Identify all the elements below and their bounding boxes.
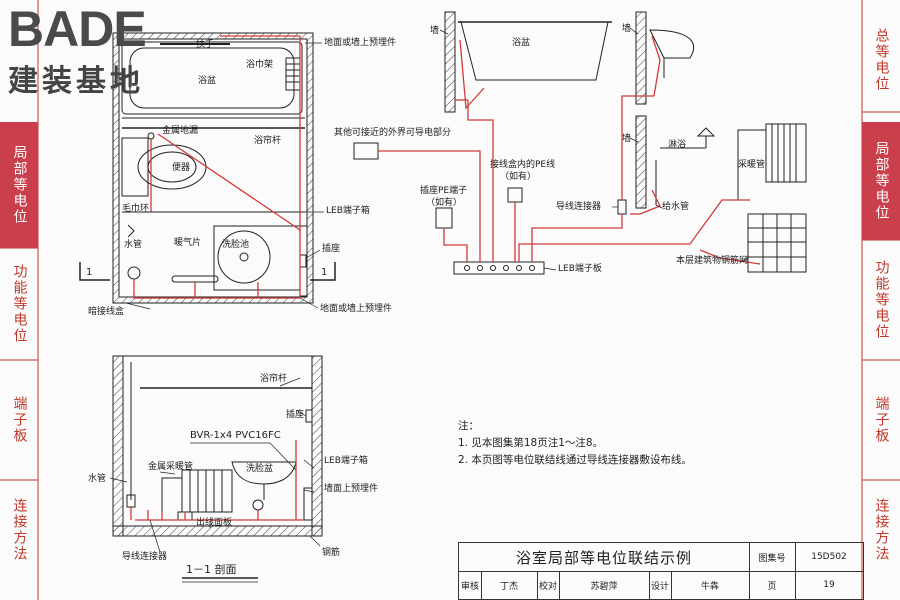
check-label: 校对 (537, 571, 560, 599)
label-outer-conductive: 其他可接近的外界可导电部分 (334, 128, 452, 138)
section-leader-lines (109, 377, 321, 553)
notes: 注： 1. 见本图集第18页注1～注8。 2. 本页图等电位联结线通过导线连接器… (458, 418, 692, 469)
right-nav-label: 端子板 (873, 396, 890, 444)
title-block: 浴室局部等电位联结示例 图集号 15D502 审核 丁杰 校对 苏碧萍 设计 牛… (458, 542, 864, 600)
section-view (112, 355, 323, 537)
atlas-number: 15D502 (795, 543, 863, 572)
label-leb-box: LEB端子箱 (326, 206, 370, 216)
logo-sub-text: 建装基地 (8, 64, 144, 99)
label-toilet: 便器 (172, 163, 191, 173)
left-nav-label: 端子板 (11, 396, 28, 444)
label-shower: 淋浴 (668, 140, 687, 150)
checker: 苏碧萍 (559, 571, 650, 599)
label-section-curtain-rod: 浴帘杆 (260, 374, 288, 384)
right-nav-item-terminal[interactable]: 端子板 (862, 360, 900, 480)
right-nav-item-functional[interactable]: 功能等电位 (862, 240, 900, 360)
brand-logo: BADE 建装基地 (6, 1, 176, 99)
section-radiator (161, 469, 233, 513)
label-wall-2: 墙 (622, 24, 632, 34)
logo-main-text: BADE (8, 1, 147, 57)
label-rebar: 钢筋 (322, 548, 341, 558)
right-nav-label: 功能等电位 (873, 260, 890, 340)
drawing-title: 浴室局部等电位联结示例 (459, 543, 750, 572)
label-cable-spec: BVR-1x4 PVC16FC (190, 430, 281, 441)
section-equipotential-lines (130, 440, 304, 521)
left-nav-item-connection[interactable]: 连接方法 (0, 480, 38, 580)
label-curtain-rod: 浴帘杆 (254, 136, 282, 146)
left-nav-item-functional[interactable]: 功能等电位 (0, 248, 38, 360)
label-handrail: 扶手 (196, 40, 215, 50)
label-junction-pe-sub: （如有） (500, 172, 537, 182)
section-title-underline (182, 577, 258, 583)
label-concealed-box: 暗接线盒 (88, 307, 125, 317)
notes-heading: 注： (458, 420, 479, 432)
label-leb-board: LEB端子板 (558, 264, 602, 274)
label-heater: 暖气片 (174, 238, 202, 248)
label-water-pipe: 水管 (124, 240, 143, 250)
label-metal-drain: 金属地漏 (162, 126, 199, 136)
label-section-leb-box: LEB端子箱 (324, 456, 368, 466)
system-diagram (353, 11, 807, 275)
left-nav-label: 连接方法 (11, 498, 28, 562)
atlas-label: 图集号 (749, 543, 796, 572)
label-wall-pipe: 墙面上预埋件 (324, 484, 379, 494)
design-label: 设计 (649, 571, 672, 599)
label-towel-rack: 浴巾架 (246, 60, 274, 70)
label-socket-pe-sub: （如有） (426, 198, 463, 208)
left-nav: 局部等电位 功能等电位 端子板 连接方法 (0, 0, 38, 600)
note-item: 1. 见本图集第18页注1～注8。 (458, 437, 604, 449)
right-nav-label: 总等电位 (873, 28, 890, 92)
label-bathtub: 浴盆 (198, 76, 217, 86)
label-heating-pipe: 采暖管 (738, 160, 766, 170)
bathtub-shape (121, 41, 305, 119)
label-floor-wall-pipe-bottom: 地面或墙上预埋件 (320, 304, 393, 314)
label-outlet-panel: 出线面板 (196, 518, 233, 528)
label-floor-wall-pipe-top: 地面或墙上预埋件 (324, 38, 397, 48)
label-section-mark-right: 1 (321, 267, 328, 278)
label-washbasin: 洗脸池 (222, 240, 250, 250)
label-section-washbasin: 洗脸盆 (246, 464, 274, 474)
label-section-socket: 插座 (286, 410, 305, 420)
left-nav-item-local[interactable]: 局部等电位 (0, 122, 38, 248)
label-wall-1: 墙 (430, 26, 440, 36)
right-nav: 总等电位 局部等电位 功能等电位 端子板 连接方法 (862, 0, 900, 600)
label-junction-pe: 接线盒内的PE线 (490, 160, 556, 170)
review-label: 审核 (459, 571, 482, 599)
system-leader-lines (439, 27, 749, 271)
designer: 牛犇 (671, 571, 750, 599)
bathroom-plan (112, 32, 314, 304)
label-metal-heating: 金属采暖管 (148, 462, 194, 472)
page-label: 页 (749, 571, 796, 599)
right-nav-label: 局部等电位 (873, 141, 890, 221)
label-socket: 插座 (322, 244, 341, 254)
label-section-mark-left: 1 (86, 267, 93, 278)
label-towel-ring: 毛巾环 (122, 204, 150, 214)
left-nav-label: 局部等电位 (11, 145, 28, 225)
system-equipotential-lines (378, 35, 761, 265)
section-title: 1－1 剖面 (186, 563, 237, 576)
page-number: 19 (823, 580, 835, 590)
right-nav-item-connection[interactable]: 连接方法 (862, 480, 900, 580)
right-nav-label: 连接方法 (873, 498, 890, 562)
note-item: 2. 本页图等电位联结线通过导线连接器敷设布线。 (458, 454, 692, 466)
label-supply-pipe: 给水管 (662, 202, 690, 212)
label-socket-pe: 插座PE端子 (420, 186, 468, 196)
label-rebar-mesh: 本层建筑物钢筋网 (676, 256, 749, 266)
right-nav-item-local[interactable]: 局部等电位 (862, 122, 900, 240)
plan-leader-lines (125, 42, 324, 310)
reviewer: 丁杰 (481, 571, 538, 599)
label-system-bathtub: 浴盆 (512, 38, 531, 48)
label-wire-connector: 导线连接器 (556, 202, 602, 212)
left-nav-item-terminal[interactable]: 端子板 (0, 360, 38, 480)
label-section-wire-connector: 导线连接器 (122, 552, 168, 562)
plan-section-markers (79, 262, 336, 281)
label-wall-3: 墙 (622, 134, 632, 144)
label-section-water-pipe: 水管 (88, 474, 107, 484)
right-nav-item-main[interactable]: 总等电位 (862, 8, 900, 112)
left-nav-label: 功能等电位 (11, 264, 28, 344)
plan-equipotential-lines (133, 35, 301, 299)
